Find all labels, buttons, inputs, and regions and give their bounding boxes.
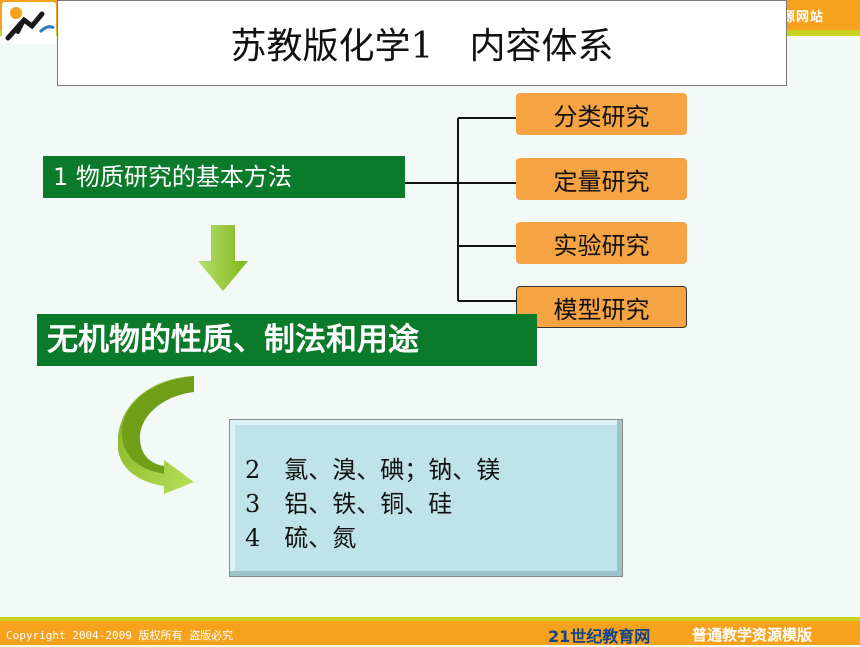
footer-bar xyxy=(0,621,860,645)
content-line-aluminum: 3 铝、铁、铜、硅 xyxy=(245,490,453,518)
curved-arrow-icon xyxy=(118,376,194,494)
title-box: 苏教版化学1 内容体系 xyxy=(57,0,787,86)
down-arrow-icon xyxy=(198,225,248,291)
footer-brand: 21世纪教育网 xyxy=(548,627,651,646)
copyright-text: Copyright 2004-2009 版权所有 盗版必究 xyxy=(6,629,234,642)
content-card: 2 氯、溴、碘；钠、镁 3 铝、铁、铜、硅 4 硫、氮 xyxy=(229,419,623,577)
tag-classification-research[interactable]: 分类研究 xyxy=(516,93,687,135)
tag-model-research[interactable]: 模型研究 xyxy=(516,286,687,328)
tag-quantitative-research[interactable]: 定量研究 xyxy=(516,158,687,200)
site-logo xyxy=(2,2,56,44)
content-line-sulfur: 4 硫、氮 xyxy=(245,524,357,552)
method-header: 1 物质研究的基本方法 xyxy=(43,156,405,198)
footer-stripe xyxy=(0,617,860,621)
footer-tag: 普通教学资源模版 xyxy=(692,626,813,644)
runner-logo-icon xyxy=(5,7,55,41)
tag-experimental-research[interactable]: 实验研究 xyxy=(516,222,687,264)
page-title: 苏教版化学1 内容体系 xyxy=(230,26,614,67)
site-tag: 源网站 xyxy=(782,10,825,25)
content-line-chlorine: 2 氯、溴、碘；钠、镁 xyxy=(245,456,501,484)
inorganic-header: 无机物的性质、制法和用途 xyxy=(37,314,537,366)
